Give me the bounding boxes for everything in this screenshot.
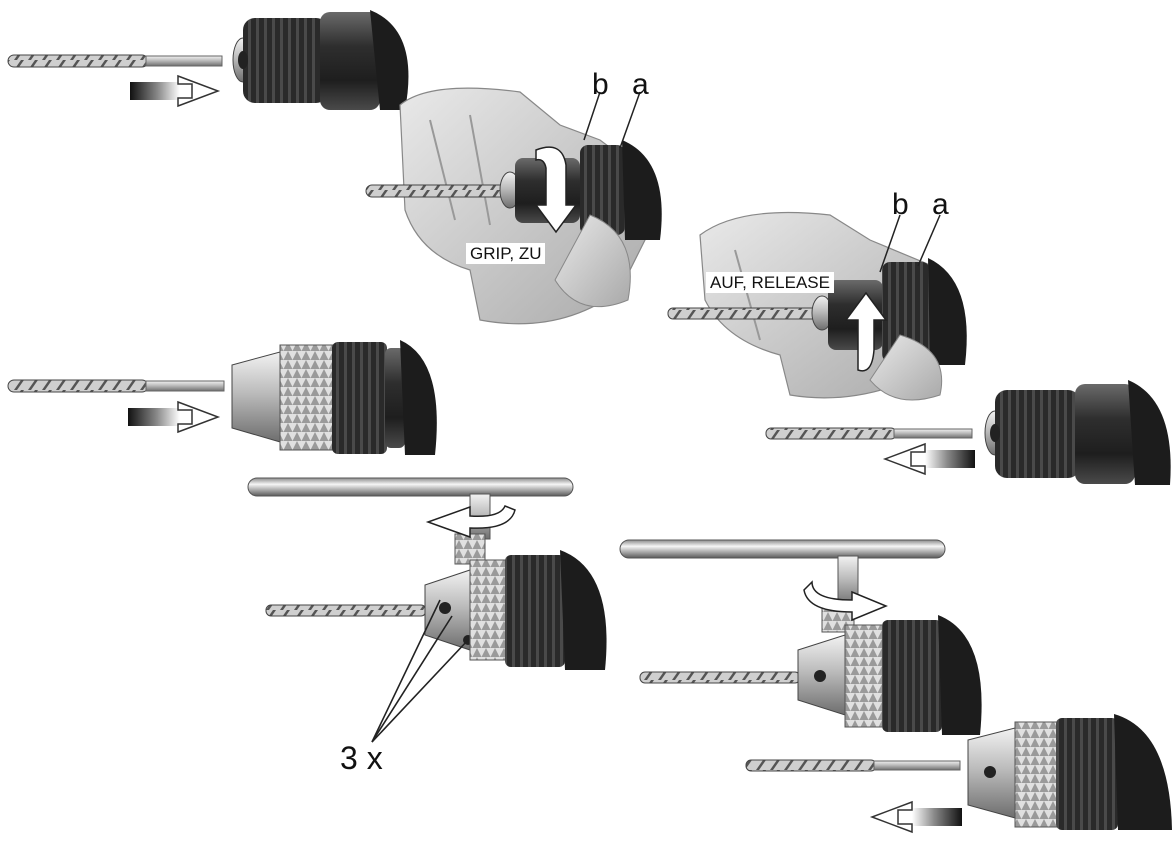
label-grip-zu: GRIP, ZU xyxy=(466,243,546,264)
chuck-key-icon xyxy=(247,477,574,565)
drill-bit-icon xyxy=(7,54,223,68)
rotate-clockwise-arrow-icon xyxy=(803,580,888,622)
label-a-grip: a xyxy=(632,68,649,101)
label-b-release: b xyxy=(892,188,909,221)
hand-grip-chuck xyxy=(365,87,662,325)
label-a-release: a xyxy=(932,188,949,221)
hand-release-chuck xyxy=(667,211,967,401)
rotate-up-arrow-icon xyxy=(844,291,888,372)
label-3x: 3 x xyxy=(340,740,383,776)
key-hole-pointer-lines xyxy=(371,599,469,743)
label-b-grip: b xyxy=(592,68,609,101)
keyless-chuck-right xyxy=(765,380,1171,485)
keyless-chuck-top-left xyxy=(7,10,409,110)
chuck-key-icon xyxy=(619,539,946,633)
insert-arrow-icon xyxy=(130,74,221,108)
chuck-icon xyxy=(231,340,437,455)
rotate-counterclockwise-arrow-icon xyxy=(425,505,516,539)
label-auf-release: AUF, RELEASE xyxy=(706,272,834,293)
remove-arrow-icon xyxy=(882,442,975,476)
chuck-icon xyxy=(967,714,1172,830)
drill-bit-icon xyxy=(765,427,973,440)
keyed-chuck-with-key-right xyxy=(619,539,982,735)
keyed-chuck-with-key-left xyxy=(247,477,607,743)
insert-arrow-icon xyxy=(128,400,221,434)
remove-arrow-icon xyxy=(869,800,962,834)
keyed-chuck-mid-left xyxy=(7,340,437,455)
chuck-icon xyxy=(984,380,1171,485)
drill-bit-icon xyxy=(745,759,961,772)
rotate-down-arrow-icon xyxy=(534,146,578,234)
keyed-chuck-bottom-right xyxy=(745,714,1172,834)
drill-bit-icon xyxy=(7,379,225,393)
chuck-icon xyxy=(232,10,409,110)
